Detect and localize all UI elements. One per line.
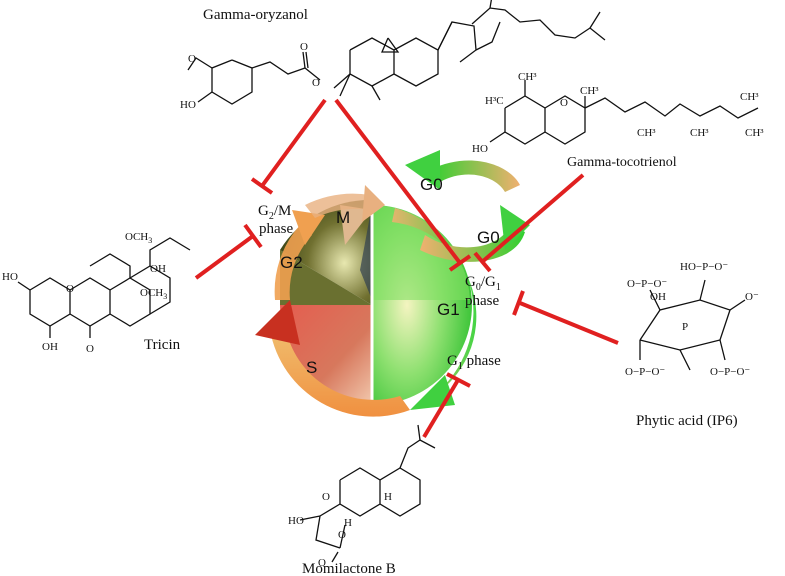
inhibition-arrows <box>194 98 619 439</box>
g2m-word: phase <box>259 221 293 237</box>
g2-phase-label: G2 <box>280 253 303 272</box>
svg-text:G1 phase: G1 phase <box>447 353 501 372</box>
momilactone-b-structure: HO O O O H H Momilactone B <box>288 424 436 576</box>
g0g1-phase-target: G0/G1 phase <box>465 274 501 309</box>
tocotrienol-ch3-d: CH³ <box>690 127 709 139</box>
momilactone-o2: O <box>338 529 346 541</box>
oryzanol-o-carbonyl: O <box>300 41 308 53</box>
m-dark-wedge <box>360 205 372 300</box>
tocotrienol-ch3-f: CH³ <box>740 91 759 103</box>
tricin-oh-right: OH <box>150 263 166 275</box>
tricin-o-keto: O <box>86 343 94 355</box>
g0-mid-arrow <box>420 225 525 262</box>
inhibition-arrow <box>448 254 472 272</box>
tricin-label: Tricin <box>144 337 181 353</box>
momilactone-h1: H <box>384 491 392 503</box>
gamma-tocotrienol-label: Gamma-tocotrienol <box>567 155 677 170</box>
tocotrienol-ch3-e: CH³ <box>745 127 764 139</box>
phytic-p-center: P <box>682 321 688 333</box>
svg-text:G2/M: G2/M <box>258 203 291 222</box>
phytic-p-bottom2: O−P−O⁻ <box>710 366 750 378</box>
s-sector <box>279 305 372 405</box>
inhibition-arrow <box>512 290 525 316</box>
momilactone-b-label: Momilactone B <box>302 561 396 576</box>
tricin-structure: OCH3 OH OCH3 HO OH O O Tricin <box>2 231 191 355</box>
g1-phase-label: G1 <box>437 300 460 319</box>
phytic-p1: O−P−O⁻ <box>627 278 667 290</box>
g0g1-slash: /G <box>481 274 496 290</box>
g0-mid-label: G0 <box>477 228 500 247</box>
g0g1-g: G <box>465 274 476 290</box>
tocotrienol-ho: HO <box>472 143 488 155</box>
inhibition-arrow <box>250 177 274 195</box>
m-phase-label: M <box>336 208 350 227</box>
gamma-oryzanol-structure: Gamma-oryzanol O O O HO <box>180 0 606 111</box>
tocotrienol-ch3-c: CH³ <box>637 127 656 139</box>
g0g1-sub1: 1 <box>496 282 501 293</box>
oryzanol-o-ester: O <box>312 77 320 89</box>
tricin-ho-left: HO <box>2 271 18 283</box>
inhibition-arrow <box>334 98 462 265</box>
inhibition-arrow <box>422 378 460 439</box>
s-arrow-head <box>255 300 300 345</box>
g2m-g: G <box>258 203 269 219</box>
g1-g: G <box>447 353 458 369</box>
momilactone-h2: H <box>344 517 352 529</box>
inhibition-arrow <box>473 251 492 273</box>
tocotrienol-o: O <box>560 97 568 109</box>
g1-word: phase <box>463 353 501 369</box>
inhibition-arrow <box>480 173 585 264</box>
m-arrow-head <box>362 185 385 222</box>
inhibition-arrow <box>446 372 471 388</box>
tricin-o-ring: O <box>66 283 74 295</box>
g2-cycle-arrow <box>274 225 312 300</box>
tricin-oh-bottom: OH <box>42 341 58 353</box>
phytic-acid-label: Phytic acid (IP6) <box>636 413 738 429</box>
g2m-tail: /M <box>274 203 292 219</box>
g2m-phase-target: G2/M phase <box>258 203 293 237</box>
tricin-och3-top: OCH3 <box>125 231 152 245</box>
g2-inner <box>280 250 372 305</box>
gamma-tocotrienol-structure: H³C CH³ CH³ O CH³ CH³ CH³ CH³ HO Gamma-t… <box>472 71 764 170</box>
cell-cycle-wheel: M G2 S G1 G0 G0 <box>255 150 530 417</box>
phytic-p-bottom: O−P−O⁻ <box>625 366 665 378</box>
tricin-och3-bot: OCH3 <box>140 287 167 301</box>
phytic-o-minus: O⁻ <box>745 291 759 303</box>
g1-sector-highlight <box>372 205 470 300</box>
g0g1-sub0: 0 <box>476 282 481 293</box>
g0-top-label: G0 <box>420 175 443 194</box>
phytic-oh: OH <box>650 291 666 303</box>
tocotrienol-ch3-b: CH³ <box>580 85 599 97</box>
g2-arrow-head <box>292 210 325 245</box>
momilactone-o1: O <box>322 491 330 503</box>
phytic-ho-p: HO−P−O⁻ <box>680 261 728 273</box>
g2m-sub: 2 <box>269 211 274 222</box>
momilactone-ho: HO <box>288 515 304 527</box>
g1-phase-target: G1 phase <box>447 353 501 372</box>
s-phase-label: S <box>306 358 317 377</box>
tocotrienol-h3c: H³C <box>485 95 504 107</box>
g0g1-word: phase <box>465 293 499 309</box>
inhibition-arrow <box>194 234 255 280</box>
gamma-oryzanol-label: Gamma-oryzanol <box>203 7 308 23</box>
svg-text:G0/G1: G0/G1 <box>465 274 501 293</box>
phytic-acid-structure: O−P−O⁻ OH HO−P−O⁻ P O⁻ O−P−O⁻ O−P−O⁻ Phy… <box>625 261 759 429</box>
g1-sub: 1 <box>458 361 463 372</box>
momilactone-o3: O <box>318 557 326 569</box>
tocotrienol-ch3-a: CH³ <box>518 71 537 83</box>
inhibition-arrow <box>243 223 263 249</box>
g0-top-arrow-head <box>405 150 440 190</box>
g0-top-arrow <box>430 160 520 192</box>
oryzanol-oh: HO <box>180 99 196 111</box>
oryzanol-o-methoxy: O <box>188 53 196 65</box>
inhibition-arrow <box>260 98 327 188</box>
m-cycle-arrow <box>305 193 370 218</box>
inhibition-arrow <box>519 301 619 345</box>
